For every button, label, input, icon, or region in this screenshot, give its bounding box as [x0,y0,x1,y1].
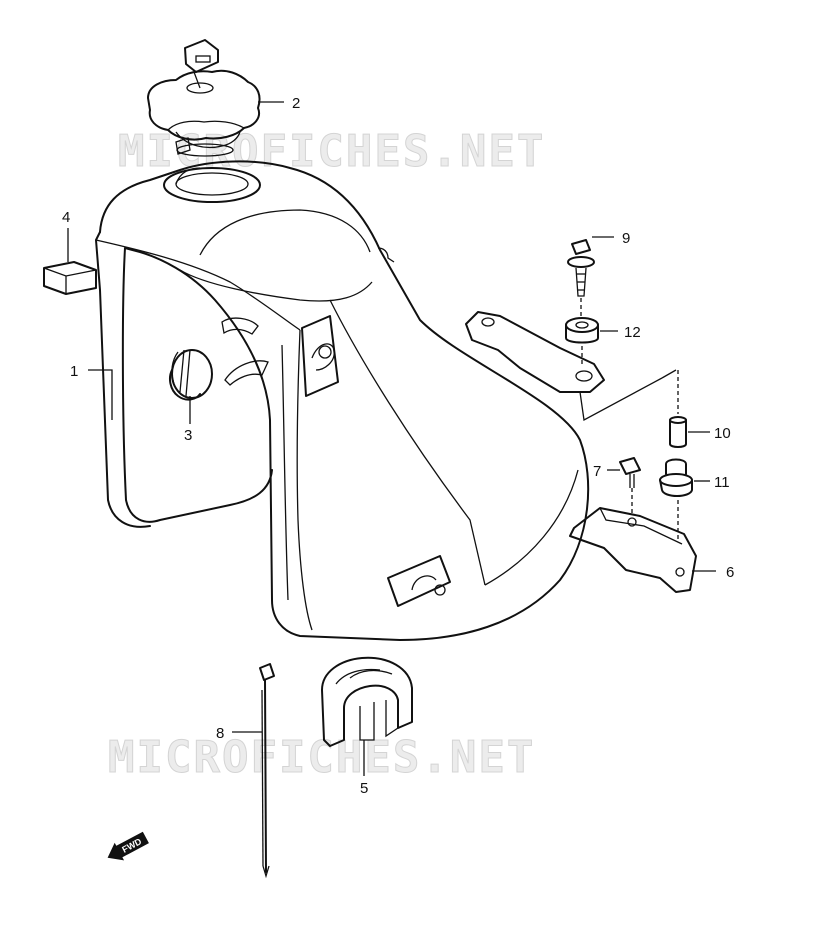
fuel-tank-part-1 [95,160,590,641]
knob-part-3 [169,349,213,401]
bolt-part-7 [619,457,641,516]
callout-1: 1 [70,363,78,380]
callout-4: 4 [62,209,70,226]
fwd-direction-marker: FWD [107,831,149,861]
grommet-part-12 [565,317,599,366]
callout-12: 12 [624,324,641,341]
callout-6: 6 [726,564,734,581]
damper-part-11 [659,458,693,540]
bracket-part-6 [569,507,697,593]
watermark-top: MICROFICHES.NET [118,126,545,177]
callout-11: 11 [714,474,730,491]
callout-labels: 1 2 3 4 5 6 7 8 9 10 11 12 [62,95,734,797]
callout-8: 8 [216,725,224,742]
fuel-cap-part-2 [147,39,261,157]
callout-10: 10 [714,425,731,442]
fwd-arrow-icon [107,831,149,861]
pad-part-4 [43,261,97,295]
cable-tie-part-8 [259,663,275,879]
collar-part-10 [669,370,687,448]
rubber-damper-part-5 [321,656,413,747]
callout-5: 5 [360,780,368,797]
rear-mount-bracket [465,311,677,422]
callout-2: 2 [292,95,300,112]
callout-9: 9 [622,230,630,247]
watermark-bottom: MICROFICHES.NET [108,732,535,783]
callout-3: 3 [184,427,192,444]
callout-7: 7 [593,463,601,480]
bolt-part-9 [567,239,595,316]
leader-lines [67,101,716,776]
